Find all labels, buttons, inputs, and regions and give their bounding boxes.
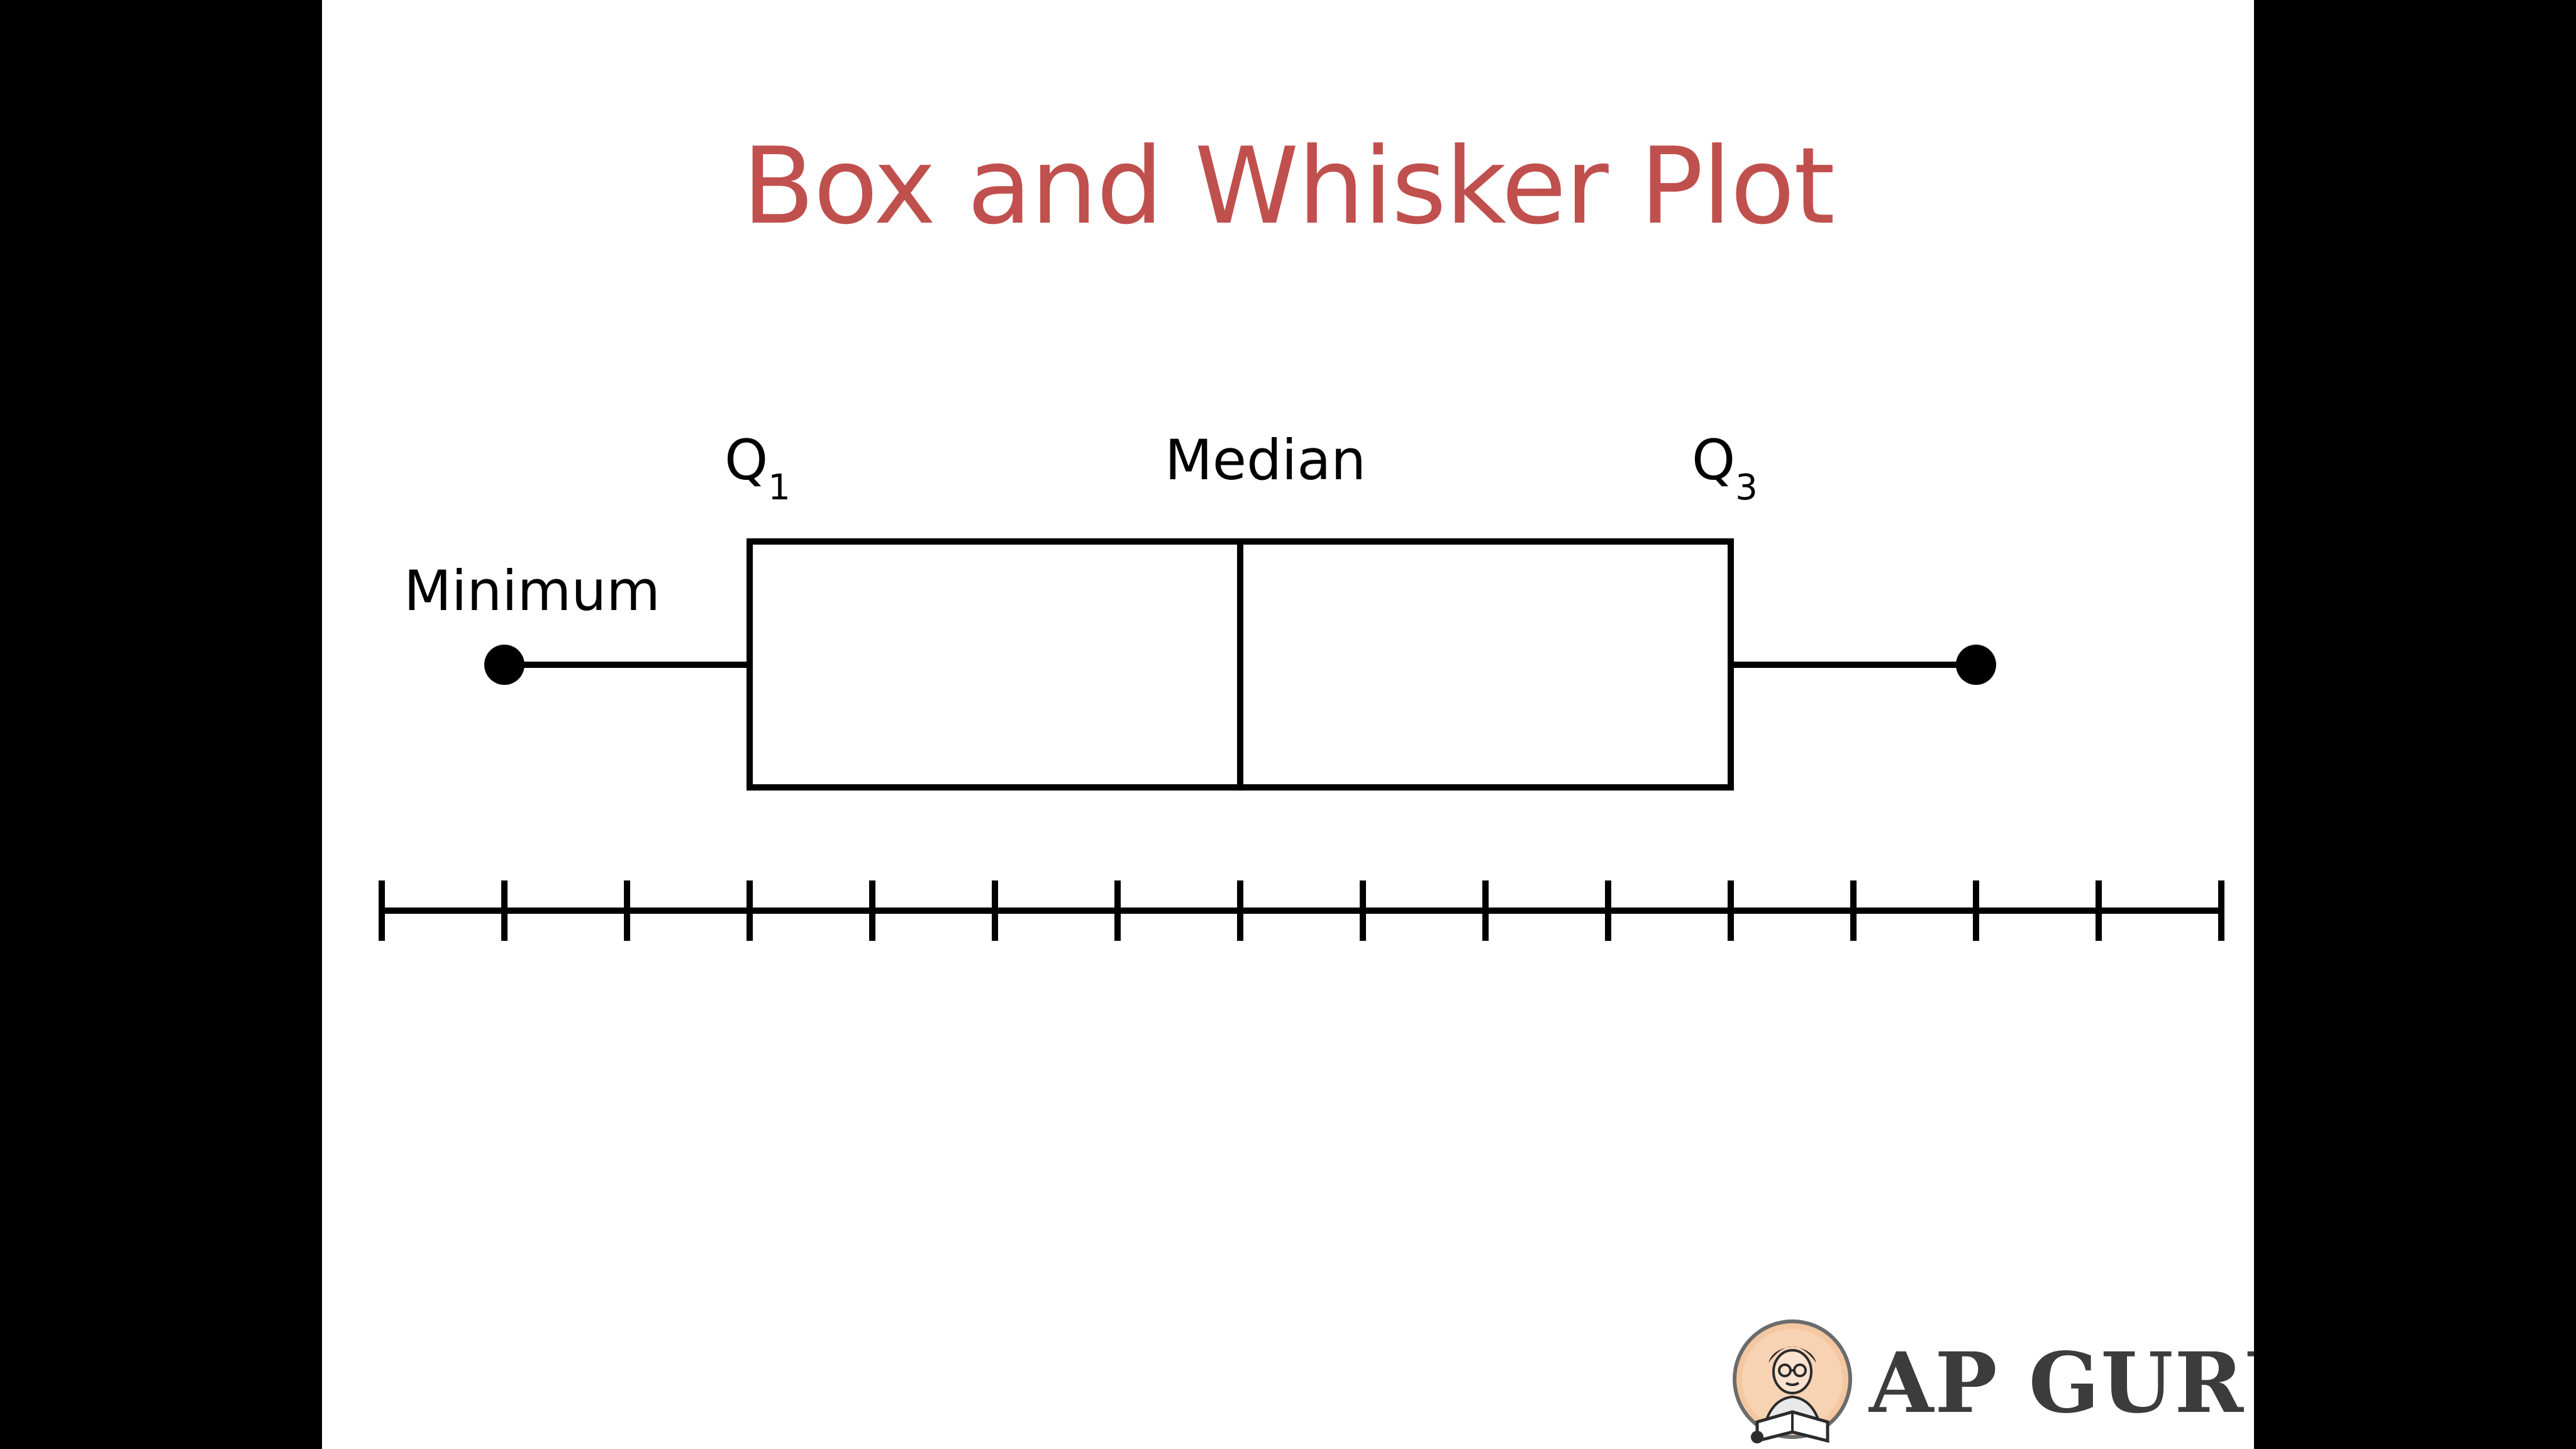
ap-guru-logo: AP GURU: [1724, 1311, 2254, 1449]
slide-title: Box and Whisker Plot: [742, 125, 1835, 248]
maximum-point: [1956, 645, 1996, 685]
median-label: Median: [1165, 428, 1367, 492]
reading-person-avatar-icon: [1733, 1319, 1852, 1443]
minimum-point: [484, 645, 525, 685]
q1-label: Q1: [724, 428, 791, 509]
number-line: [379, 880, 2224, 941]
minimum-label: Minimum: [404, 558, 660, 623]
slide: Box and Whisker Plot Q1 Median Q3 Minimu…: [322, 0, 2254, 1449]
box-whisker-diagram: [379, 538, 2224, 941]
box-plot: [484, 538, 1996, 791]
ap-guru-logo-text: AP GURU: [1869, 1335, 2254, 1432]
q3-label: Q3: [1692, 428, 1758, 509]
